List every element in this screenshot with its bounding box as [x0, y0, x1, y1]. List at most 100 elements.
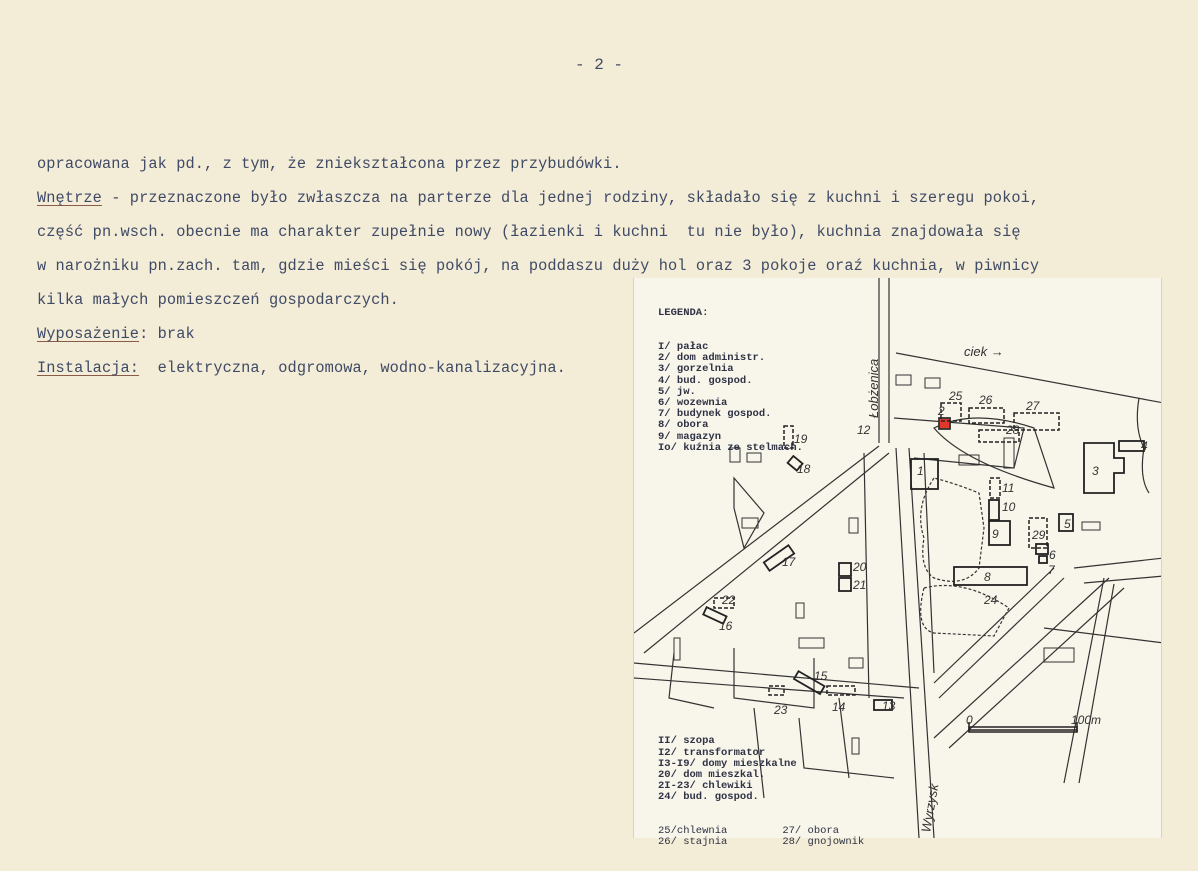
- building-16: [702, 605, 728, 625]
- building-2: [938, 417, 951, 430]
- body-text: - przeznaczone było zwłaszcza na parterz…: [101, 189, 1040, 207]
- building-17: [762, 544, 796, 572]
- building-25: [940, 402, 962, 422]
- building-3: [1083, 442, 1125, 494]
- legend-item: 2/ dom administr.: [658, 352, 766, 365]
- body-line-wyposazenie: Wyposażenie: brak: [37, 325, 195, 343]
- building-10: [988, 499, 1000, 521]
- body-line-instalacja: Instalacja: elektryczna, odgromowa, wodn…: [37, 359, 566, 377]
- building-23: [768, 685, 785, 696]
- building-label: 1: [917, 464, 924, 478]
- body-line-1: opracowana jak pd., z tym, że zniekształ…: [37, 155, 622, 173]
- minor-buildings: [673, 374, 1101, 755]
- building-5: [1058, 513, 1074, 532]
- building-label: 24: [983, 593, 998, 607]
- body-line-2: Wnętrze - przeznaczone było zwłaszcza na…: [37, 189, 1039, 207]
- building-20: [838, 562, 852, 577]
- building-27: [1013, 412, 1060, 431]
- building-label: 27: [1025, 399, 1041, 413]
- building-label: 11: [1002, 481, 1014, 495]
- road-north: [878, 278, 890, 443]
- legend-item: 7/ budynek gospod.: [658, 408, 772, 421]
- building-label: 19: [794, 432, 808, 446]
- building-21: [838, 577, 852, 592]
- legend-item: 20/ dom mieszkal.: [658, 769, 766, 782]
- scale-bar: [968, 722, 1078, 733]
- building-18: [786, 454, 804, 472]
- building-8: [953, 566, 1028, 586]
- section-heading-wyposazenie: Wyposażenie: [37, 325, 140, 343]
- building-14: [826, 685, 856, 696]
- body-line-3: część pn.wsch. obecnie ma charakter zupe…: [37, 223, 1021, 241]
- building-9: [988, 520, 1011, 546]
- building-11: [989, 477, 1001, 499]
- road-label-north: Łobżenica: [866, 359, 881, 418]
- building-7: [1038, 555, 1048, 564]
- legend-item: 6/ wozewnia: [658, 397, 728, 410]
- stream-label: ciek →: [964, 344, 1004, 359]
- building-label: 18: [797, 462, 811, 476]
- body-text: elektryczna, odgromowa, wodno-kanalizacy…: [139, 359, 566, 377]
- building-label: 5: [1064, 517, 1071, 531]
- legend-item: 28/ gnojownik: [782, 836, 865, 849]
- road-south: [895, 447, 935, 838]
- legend-item: 5/ jw.: [658, 385, 696, 398]
- building-label: 8: [984, 570, 991, 584]
- legend-item: 9/ magazyn: [658, 430, 722, 443]
- legend-item: 8/ obora: [658, 419, 709, 432]
- map-drawing: 0 100m ciek → Łobżenica Wyrzysk 12345678…: [634, 278, 1161, 838]
- building-label: 12: [857, 423, 871, 437]
- body-line-4: w narożniku pn.zach. tam, gdzie mieści s…: [37, 257, 1040, 275]
- section-heading-instalacja: Instalacja:: [37, 359, 140, 377]
- legend-item: II/ szopa: [658, 735, 715, 748]
- building-label: 6: [1049, 548, 1056, 562]
- building-26: [968, 407, 1005, 424]
- building-4: [1118, 440, 1145, 452]
- yard: [933, 417, 1055, 489]
- scale-end-label: 100m: [1071, 713, 1101, 727]
- road-west: [634, 662, 920, 699]
- legend-item: I3-I9/ domy mieszkalne: [658, 757, 797, 770]
- legend-item: I/ pałac: [658, 341, 709, 354]
- building-label: 10: [1002, 500, 1016, 514]
- building-label: 2: [937, 404, 945, 418]
- building-label: 25: [948, 389, 963, 403]
- legend-item: Io/ kuźnia ze stelmach.: [658, 441, 803, 454]
- legend-item: 25/chlewnia: [658, 825, 728, 838]
- building-label: 17: [782, 555, 797, 569]
- scale-start-label: 0: [966, 713, 973, 727]
- building-label: 28: [1005, 423, 1020, 437]
- body-line-5: kilka małych pomieszczeń gospodarczych.: [37, 291, 399, 309]
- building-label: 29: [1031, 528, 1046, 542]
- legend-item: 4/ bud. gospod.: [658, 374, 753, 387]
- section-heading-wnetrze: Wnętrze: [37, 189, 102, 207]
- legend-title: LEGENDA:: [658, 307, 709, 320]
- building-28: [978, 429, 1020, 443]
- building-label: 20: [852, 560, 867, 574]
- body-text: : brak: [139, 325, 195, 343]
- stream-line: [895, 352, 1161, 404]
- building-label: 22: [721, 593, 736, 607]
- legend-item: 26/ stajnia: [658, 836, 728, 849]
- building-label: 15: [814, 669, 828, 683]
- building-1: [910, 458, 939, 490]
- building-29: [1028, 517, 1048, 549]
- building-number-labels: 1234567891011121314151617181920212223242…: [719, 389, 1148, 717]
- building-22: [713, 597, 735, 609]
- building-label: 3: [1092, 464, 1099, 478]
- legend-item: I2/ transformator: [658, 746, 766, 759]
- legend-item: 3/ gorzelnia: [658, 363, 734, 376]
- building-label: 16: [719, 619, 733, 633]
- building-label: 9: [992, 527, 999, 541]
- building-label: 7: [1048, 563, 1056, 577]
- road-label-south: Wyrzysk: [918, 781, 942, 833]
- building-label: 13: [882, 699, 896, 713]
- building-label: 23: [773, 703, 788, 717]
- building-15: [792, 669, 826, 696]
- legend-item: 2I-23/ chlewiki: [658, 780, 753, 793]
- building-label: 21: [852, 578, 866, 592]
- page-number: - 2 -: [575, 56, 624, 74]
